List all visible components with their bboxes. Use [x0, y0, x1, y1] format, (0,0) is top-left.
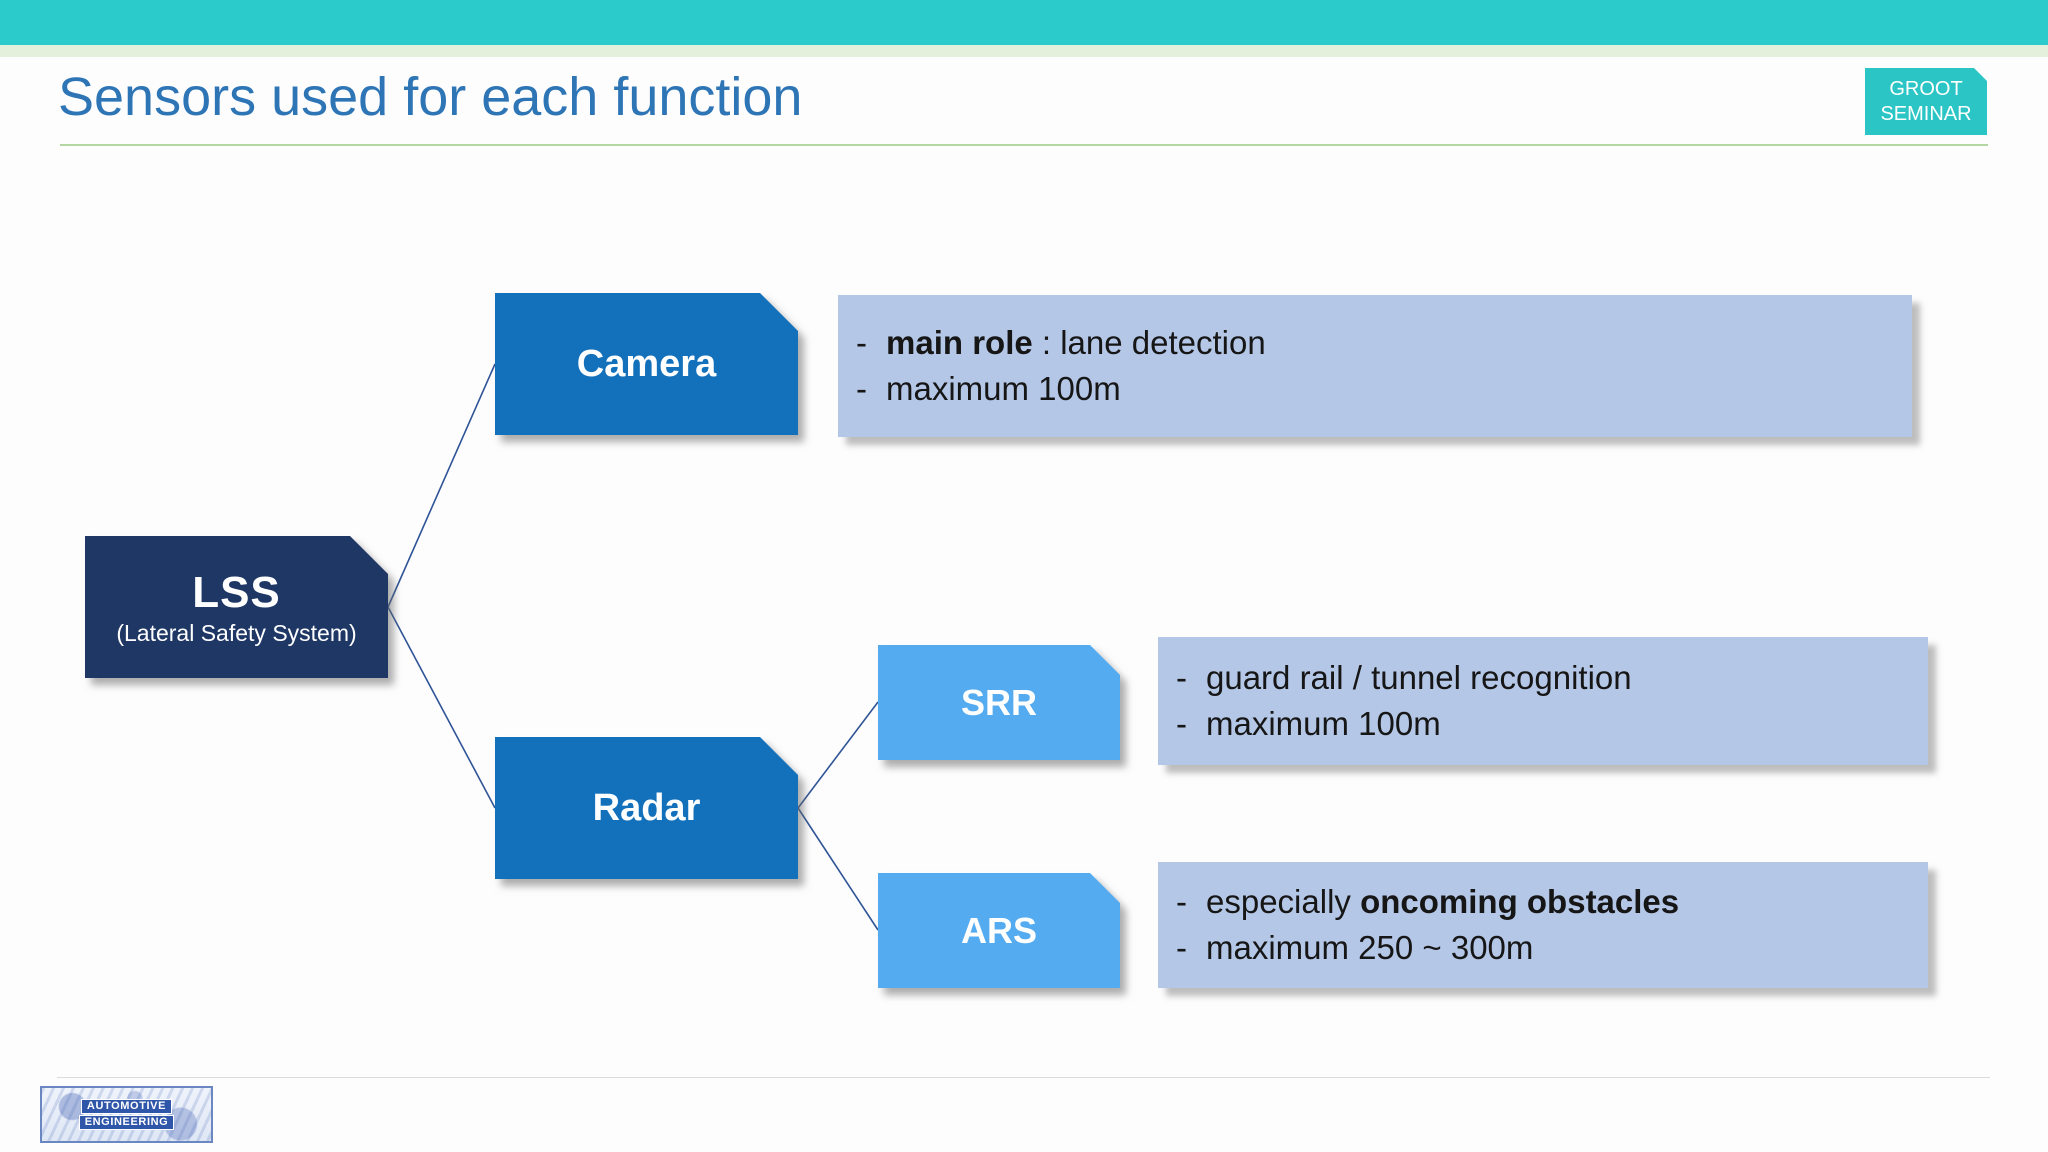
logo-text-line1: AUTOMOTIVE — [80, 1099, 173, 1114]
bullet-dash: - — [1176, 883, 1187, 920]
node-ars-shape — [878, 873, 1120, 988]
node-srr: SRR — [878, 645, 1120, 760]
automotive-engineering-logo: AUTOMOTIVE ENGINEERING — [40, 1086, 213, 1143]
camera-desc-line-2: - maximum 100m — [838, 366, 1912, 412]
ars-desc-line-1: - especially oncoming obstacles — [1158, 879, 1928, 925]
srr-desc-line-1-text: guard rail / tunnel recognition — [1206, 659, 1632, 696]
camera-description-box: - main role : lane detection - maximum 1… — [838, 295, 1912, 437]
node-srr-shape — [878, 645, 1120, 760]
ars-desc-line-1-text: especially oncoming obstacles — [1206, 883, 1680, 920]
camera-desc-line-2-text: maximum 100m — [886, 370, 1121, 407]
bullet-dash: - — [856, 370, 867, 407]
node-radar: Radar — [495, 737, 798, 879]
node-srr-label: SRR — [960, 681, 1037, 723]
node-camera-label: Camera — [576, 342, 717, 385]
camera-desc-line-1-text: main role : lane detection — [886, 324, 1266, 361]
bullet-dash: - — [1176, 705, 1187, 742]
node-lss: LSS (Lateral Safety System) — [85, 536, 388, 678]
node-lss-label: LSS — [192, 567, 281, 617]
top-accent-bar — [0, 0, 2048, 45]
srr-desc-line-2-text: maximum 100m — [1206, 705, 1441, 742]
ars-desc-line-2: - maximum 250 ~ 300m — [1158, 925, 1928, 971]
footer-divider — [57, 1077, 1990, 1078]
seminar-badge-line1: GROOT — [1889, 77, 1963, 100]
node-radar-shape — [495, 737, 798, 879]
srr-desc-line-1: - guard rail / tunnel recognition — [1158, 655, 1928, 701]
top-accent-strip — [0, 45, 2048, 57]
node-camera: Camera — [495, 293, 798, 435]
node-lss-sublabel: (Lateral Safety System) — [116, 619, 357, 646]
title-underline — [60, 144, 1988, 146]
node-ars: ARS — [878, 873, 1120, 988]
ars-description-box: - especially oncoming obstacles - maximu… — [1158, 862, 1928, 988]
bullet-dash: - — [1176, 929, 1187, 966]
node-radar-label: Radar — [592, 786, 701, 829]
ars-desc-line-2-text: maximum 250 ~ 300m — [1206, 929, 1534, 966]
seminar-badge: GROOT SEMINAR — [1865, 68, 1987, 135]
bullet-dash: - — [856, 324, 867, 361]
node-ars-label: ARS — [960, 909, 1037, 951]
node-lss-shape — [85, 536, 388, 678]
node-camera-shape — [495, 293, 798, 435]
srr-description-box: - guard rail / tunnel recognition - maxi… — [1158, 637, 1928, 765]
logo-text-line2: ENGINEERING — [78, 1115, 175, 1130]
camera-desc-line-1: - main role : lane detection — [838, 320, 1912, 366]
srr-desc-line-2: - maximum 100m — [1158, 701, 1928, 747]
bullet-dash: - — [1176, 659, 1187, 696]
page-title: Sensors used for each function — [58, 67, 803, 127]
seminar-badge-line2: SEMINAR — [1880, 102, 1972, 125]
